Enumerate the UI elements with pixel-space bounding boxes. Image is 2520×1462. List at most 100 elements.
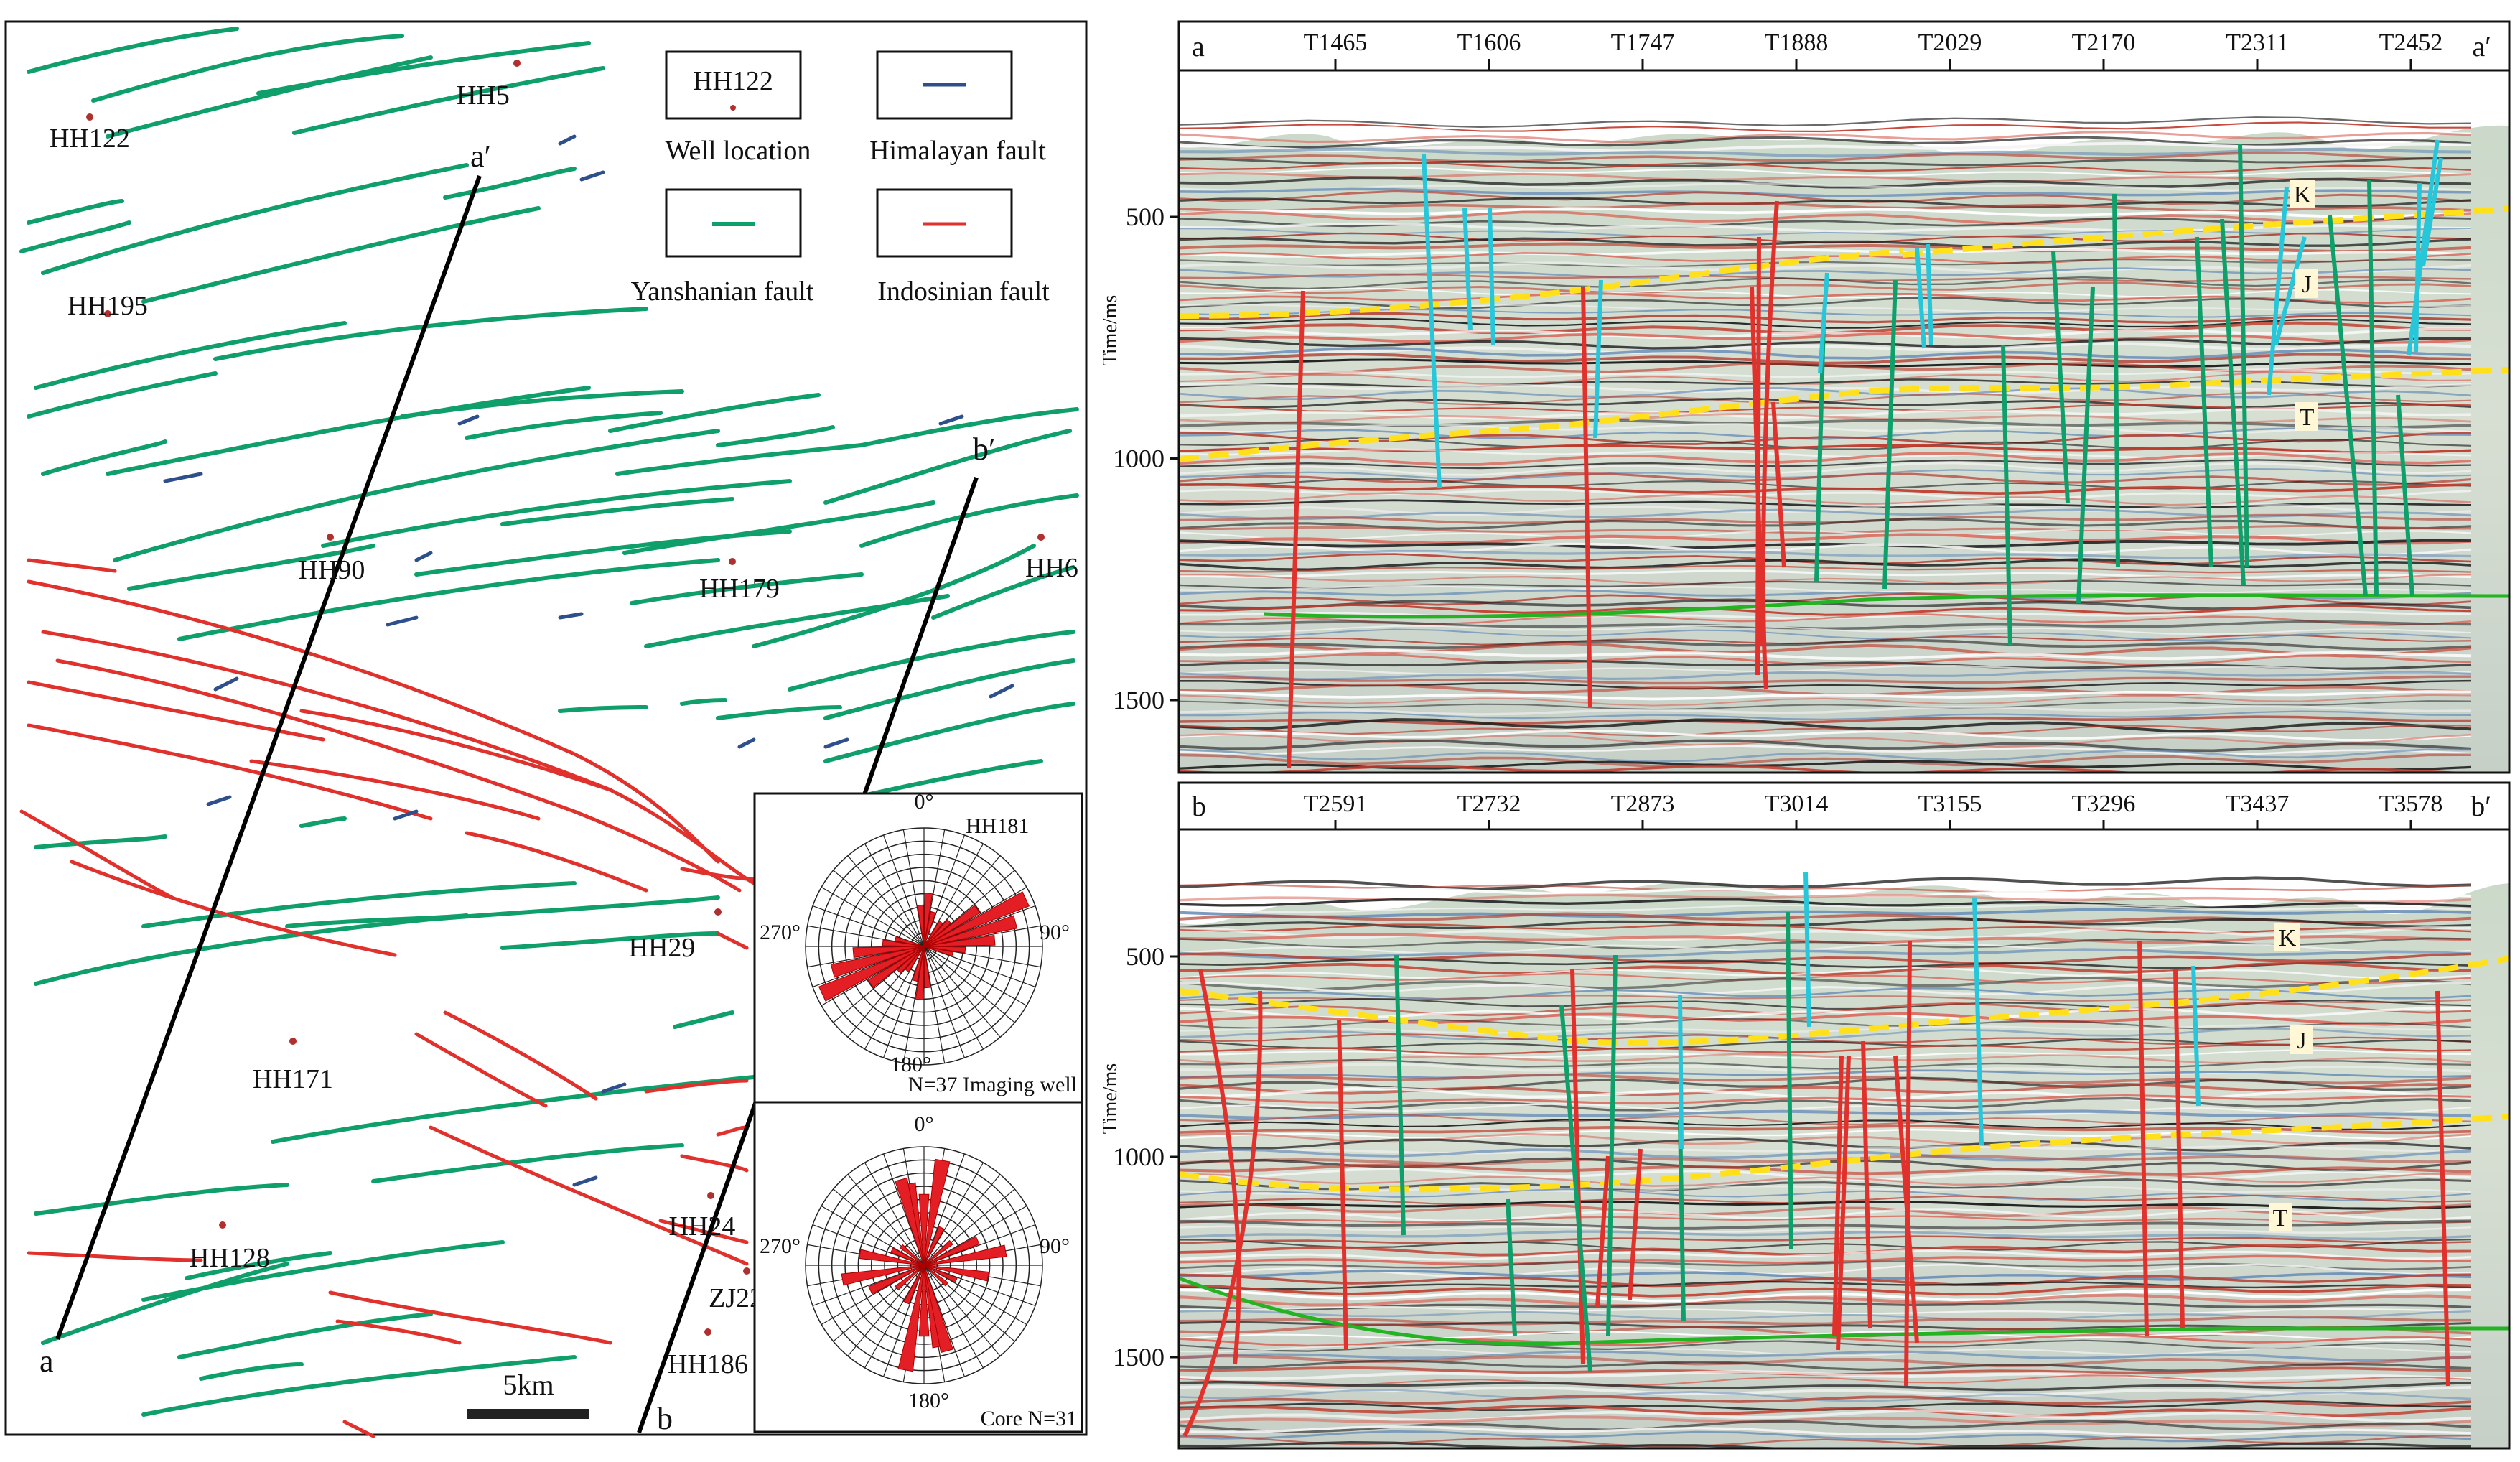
horizon-label-t-bg-b [2269, 1203, 2292, 1231]
scale-bar-label: 5km [503, 1369, 554, 1401]
section-b-axis-label: Time/ms [1099, 1063, 1121, 1135]
rose-diagram-imaging [805, 827, 1043, 1066]
scale-bar-line [467, 1409, 589, 1419]
rose-imaging-deg270: 270° [760, 921, 801, 944]
rose-imaging-deg0: 0° [915, 790, 934, 814]
trace-label: T1465 [1304, 29, 1368, 56]
well-dot [289, 1038, 297, 1045]
well-dot [104, 310, 111, 317]
trace-label: T2311 [2226, 29, 2289, 56]
section-a-left-label: a [1192, 30, 1205, 62]
time-tick-label: 500 [1126, 942, 1165, 971]
section-b-left-label: b [1192, 790, 1206, 822]
horizon-k-a [1902, 205, 2509, 258]
horizon-k-b [1179, 956, 2509, 1046]
well-label: HH186 [668, 1349, 748, 1379]
horizon-label-t-a: T [2300, 404, 2315, 431]
well-dot [707, 1192, 714, 1199]
well-label: HH171 [253, 1064, 333, 1094]
section-b-header [1177, 781, 2511, 831]
rose-imaging-deg90: 90° [1040, 921, 1070, 944]
horizon-label-j-b: J [2297, 1028, 2306, 1054]
time-tick-label: 1000 [1113, 1142, 1165, 1171]
rose-panel: 0° 90° 180° 270° HH181 N=37 Imaging well… [753, 790, 1083, 1433]
section-b-image: K J T [1179, 829, 2509, 1448]
well-label: HH6 [1025, 553, 1078, 583]
trace-label: T1606 [1457, 29, 1521, 56]
well-dot [86, 113, 93, 121]
well-label: HH90 [299, 555, 365, 585]
trace-label: T2452 [2379, 29, 2443, 56]
indosinian-faults [19, 558, 763, 1438]
time-tick-label: 1000 [1113, 444, 1165, 473]
rose-core-deg270: 270° [760, 1234, 801, 1258]
well-markers: HH5HH122HH195HH90HH179HH6HH29HH171HH128H… [50, 60, 1078, 1379]
section-label-a: a [39, 1344, 54, 1379]
horizon-label-j-bg-b [2290, 1025, 2313, 1054]
horizon-label-t-bg-a [2295, 402, 2318, 431]
trace-label: T1747 [1611, 29, 1675, 56]
trace-label: T3578 [2379, 791, 2443, 817]
well-label: HH5 [457, 80, 510, 111]
well-label: HH195 [67, 291, 148, 321]
time-tick-label: 1500 [1113, 686, 1165, 714]
rose-core-deg90: 90° [1040, 1234, 1070, 1258]
section-line-aa [55, 174, 482, 1341]
scale-bar: 5km [467, 1369, 589, 1419]
trace-label: T2873 [1611, 791, 1675, 817]
well-label: HH29 [629, 933, 696, 963]
trace-label: T2732 [1457, 791, 1521, 817]
trace-label: T3014 [1765, 791, 1829, 817]
rose-imaging-deg180: 180° [890, 1053, 931, 1076]
rose-imaging-well: HH181 [966, 814, 1029, 838]
horizon-label-k-b: K [2279, 925, 2297, 951]
legend-indosinian-label: Indosinian fault [877, 276, 1050, 307]
well-dot [743, 1267, 750, 1275]
rose-diagram-core [805, 1146, 1043, 1384]
trace-label: T3155 [1918, 791, 1982, 817]
section-label-a-prime: a′ [470, 139, 491, 174]
horizon-label-t-b: T [2273, 1205, 2288, 1231]
well-label: HH24 [669, 1211, 736, 1242]
section-label-b: b [657, 1401, 673, 1436]
horizon-label-k-bg-a [2290, 180, 2315, 208]
basal-horizon-a [1263, 593, 2509, 619]
well-dot [1037, 534, 1045, 541]
well-dot [513, 60, 521, 67]
horizon-label-j-bg-a [2295, 269, 2318, 298]
trace-label: T3296 [2072, 791, 2136, 817]
time-tick-label: 1500 [1113, 1343, 1165, 1372]
well-label: HH128 [190, 1243, 270, 1273]
horizon-t-b [1179, 1114, 2509, 1193]
horizon-label-k-a: K [2294, 182, 2312, 208]
section-label-b-prime: b′ [973, 432, 996, 467]
well-dot [704, 1328, 711, 1336]
well-label: HH122 [50, 124, 130, 154]
legend-well-label: Well location [666, 136, 811, 166]
well-dot [219, 1221, 226, 1229]
section-b-frame [1177, 828, 2511, 1450]
rose-core-deg180: 180° [908, 1389, 949, 1412]
trace-label: T2591 [1304, 791, 1368, 817]
horizon-t-a [1179, 367, 2509, 462]
section-a-right-label: a′ [2472, 30, 2491, 62]
section-a-frame [1177, 69, 2511, 774]
section-line-labels: a a′ b b′ [39, 139, 996, 1436]
horizon-label-j-a: J [2302, 271, 2311, 298]
time-tick-label: 500 [1126, 202, 1165, 231]
rose-core-deg0: 0° [915, 1112, 934, 1136]
horizon-label-k-bg-b [2274, 923, 2300, 951]
well-dot [729, 558, 736, 565]
legend-well-dot [730, 105, 736, 111]
well-dot [327, 534, 334, 541]
fault-map: a a′ b b′ HH5HH122HH195HH90HH179HH6HH29H… [4, 20, 1088, 1438]
legend-yanshanian-label: Yanshanian fault [631, 276, 814, 307]
trace-label: T3437 [2226, 791, 2290, 817]
yanshanian-faults [19, 27, 1079, 1417]
rose-imaging-caption: N=37 Imaging well [908, 1073, 1077, 1096]
rose-core-caption: Core N=31 [981, 1407, 1077, 1430]
